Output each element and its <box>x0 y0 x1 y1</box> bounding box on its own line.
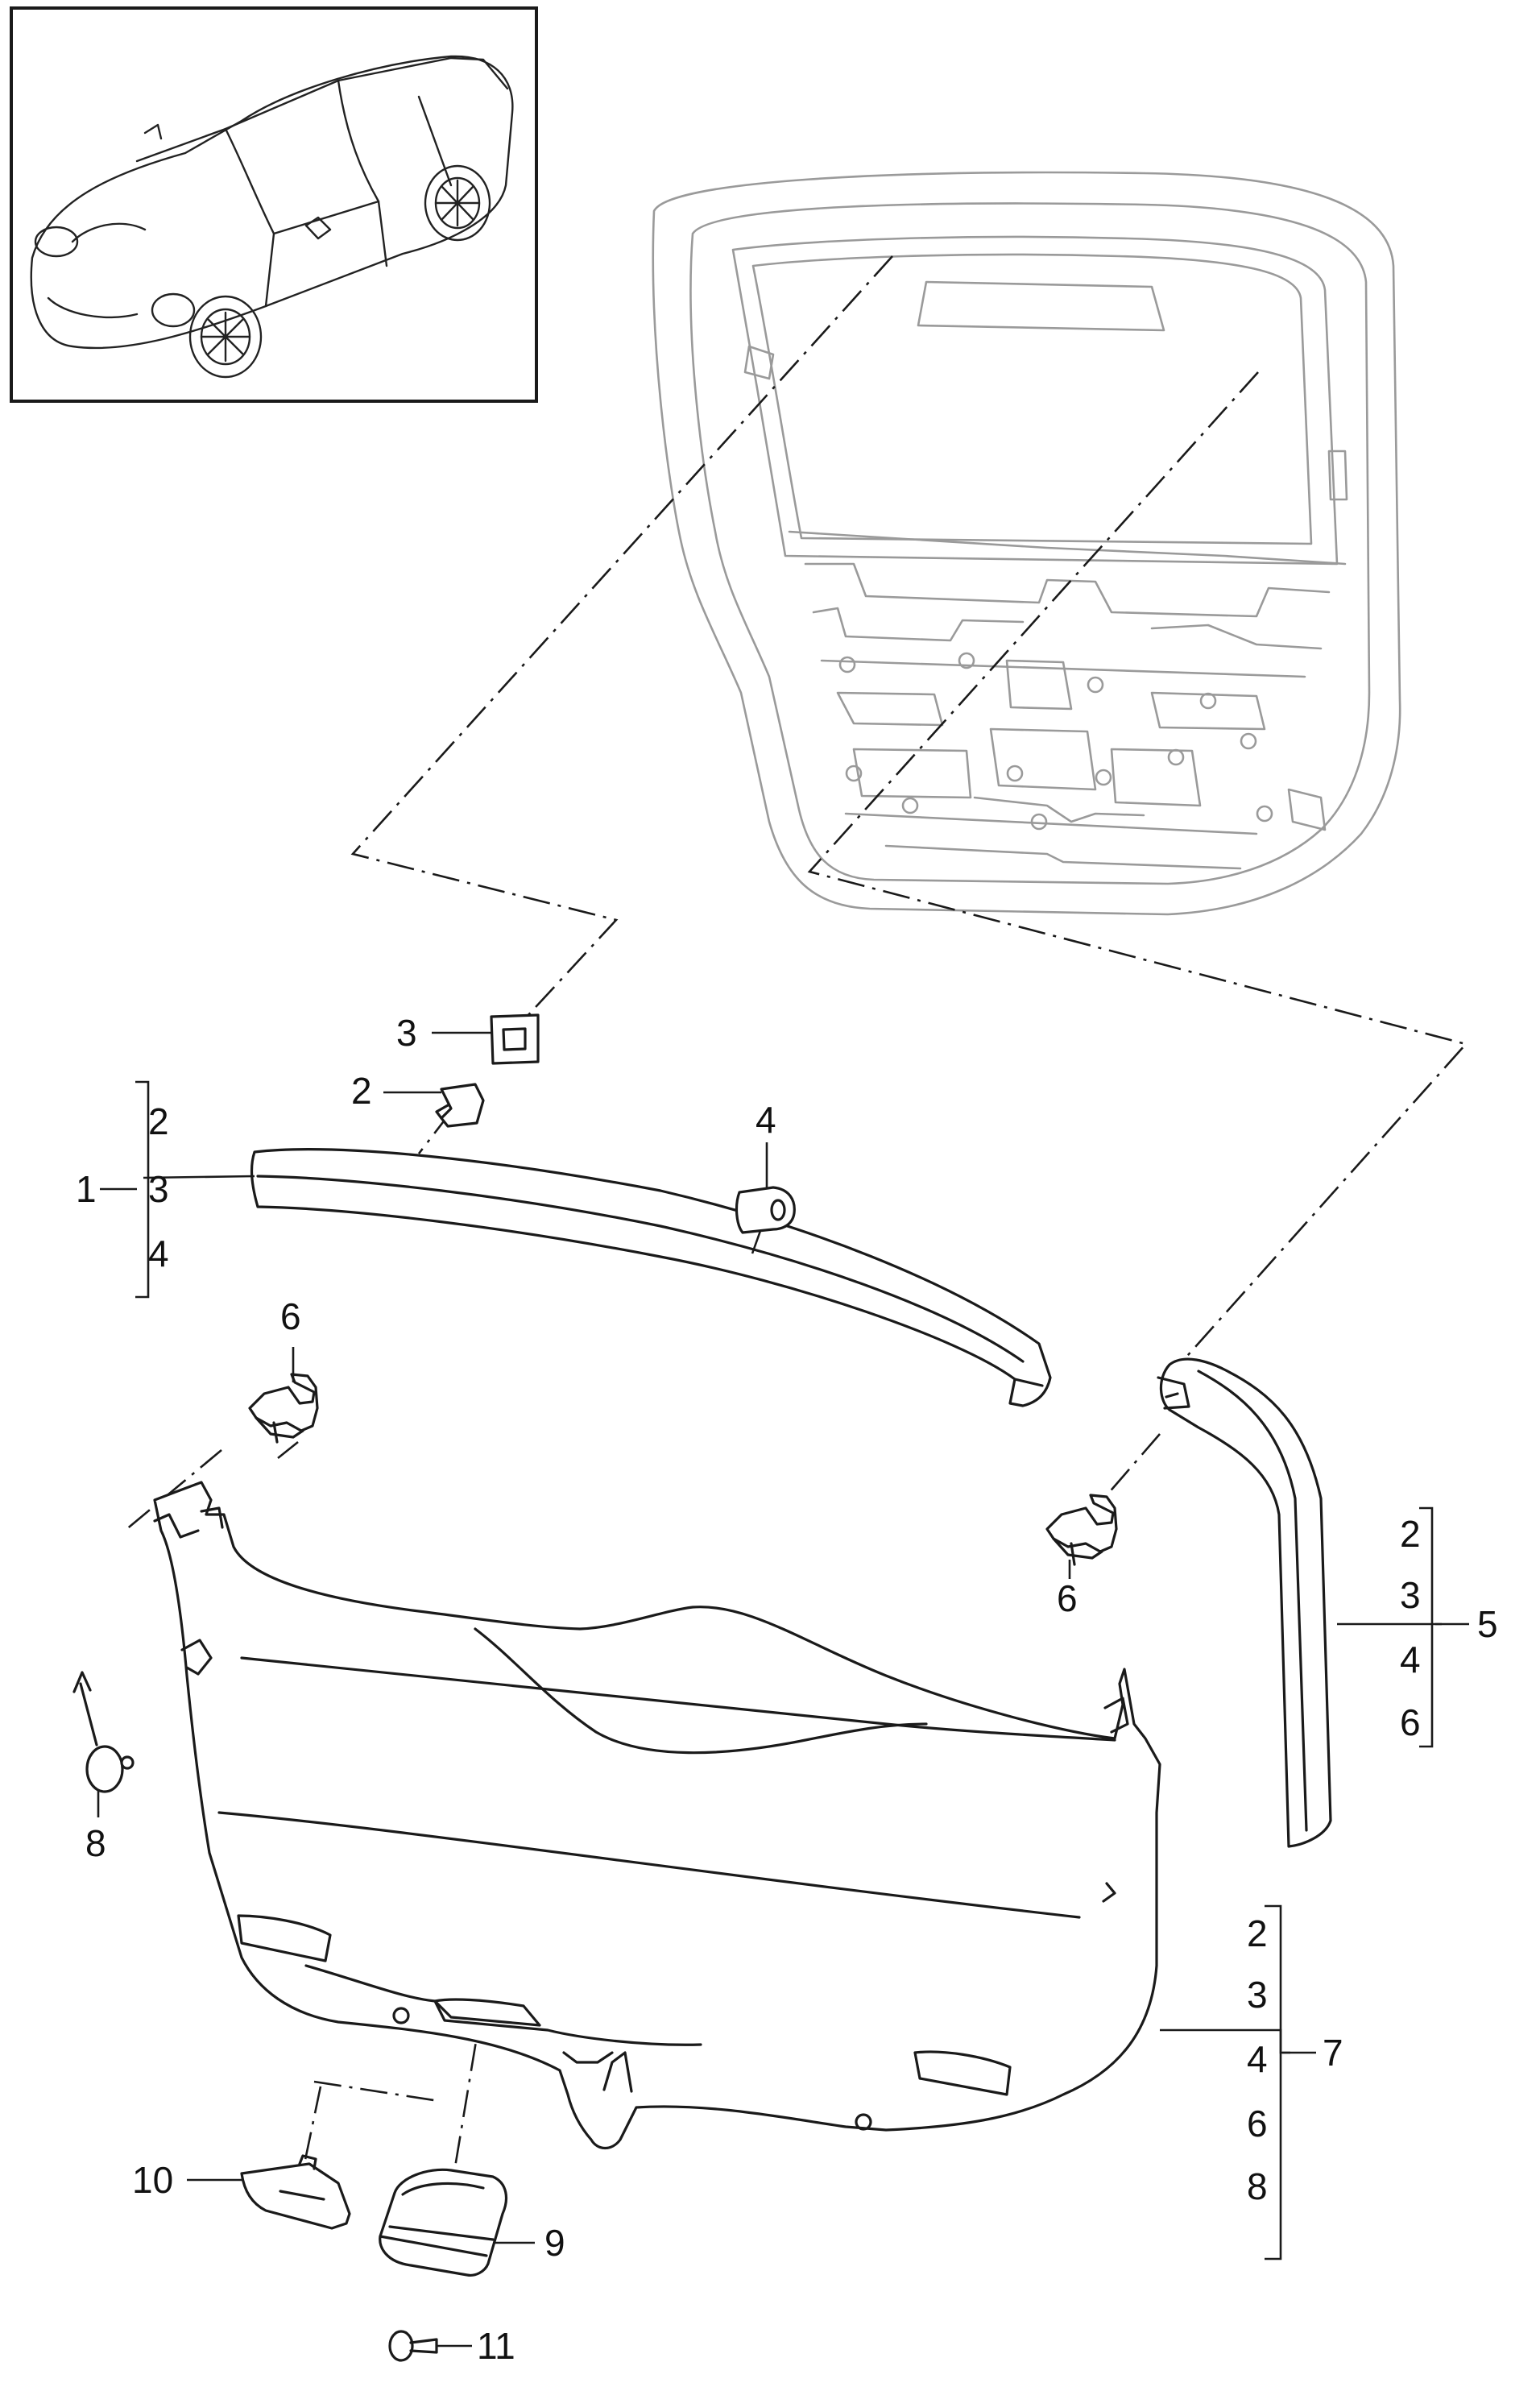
callout-6-left: 6 <box>280 1295 301 1337</box>
callout-6-right: 6 <box>1057 1577 1078 1619</box>
callout-5: 5 <box>1477 1603 1498 1645</box>
vehicle-thumbnail <box>10 6 538 403</box>
group-1-item-0: 2 <box>148 1100 169 1142</box>
group-5-item-1: 3 <box>1400 1574 1421 1616</box>
plug-part-8 <box>72 1671 135 1793</box>
callout-4-upper: 4 <box>756 1099 776 1141</box>
group-1-item-2: 4 <box>148 1233 169 1274</box>
clip-part-6-left <box>248 1373 319 1444</box>
liftgate-frame <box>652 171 1401 916</box>
callout-2-upper: 2 <box>351 1070 372 1112</box>
group-5-item-2: 4 <box>1400 1639 1421 1680</box>
clip-part-2 <box>435 1083 485 1128</box>
group-5-item-3: 6 <box>1400 1701 1421 1743</box>
screw-part-11 <box>388 2330 438 2362</box>
callout-8: 8 <box>85 1822 106 1864</box>
group-7-item-1: 3 <box>1247 1974 1268 2016</box>
callout-11: 11 <box>477 2325 515 2367</box>
callout-10: 10 <box>132 2159 173 2201</box>
callout-3-upper: 3 <box>396 1012 417 1054</box>
callout-9: 9 <box>544 2222 565 2264</box>
clip-part-6-right <box>1045 1494 1118 1566</box>
callout-7: 7 <box>1323 2032 1343 2074</box>
upper-trim-part-1 <box>250 1148 1052 1407</box>
side-trim-part-5 <box>1157 1357 1332 1848</box>
assembly-lines <box>124 255 1468 2192</box>
clip-part-3 <box>490 1013 540 1065</box>
handle-part-9 <box>379 2168 508 2277</box>
lower-trim-part-7 <box>153 1481 1161 2150</box>
callout-1: 1 <box>76 1168 97 1210</box>
cover-part-10 <box>240 2154 351 2230</box>
leader-lines <box>97 1031 1469 2347</box>
group-7-item-2: 4 <box>1247 2038 1268 2080</box>
group-7-item-0: 2 <box>1247 1912 1268 1954</box>
cap-part-4 <box>735 1186 796 1234</box>
group-7-item-4: 8 <box>1247 2165 1268 2207</box>
group-7-item-3: 6 <box>1247 2103 1268 2144</box>
callout-labels: 3 2 1 2 3 4 4 6 6 5 2 3 4 6 8 7 2 3 4 6 … <box>76 1012 1498 2367</box>
group-5-item-0: 2 <box>1400 1513 1421 1555</box>
group-1-item-1: 3 <box>148 1168 169 1210</box>
